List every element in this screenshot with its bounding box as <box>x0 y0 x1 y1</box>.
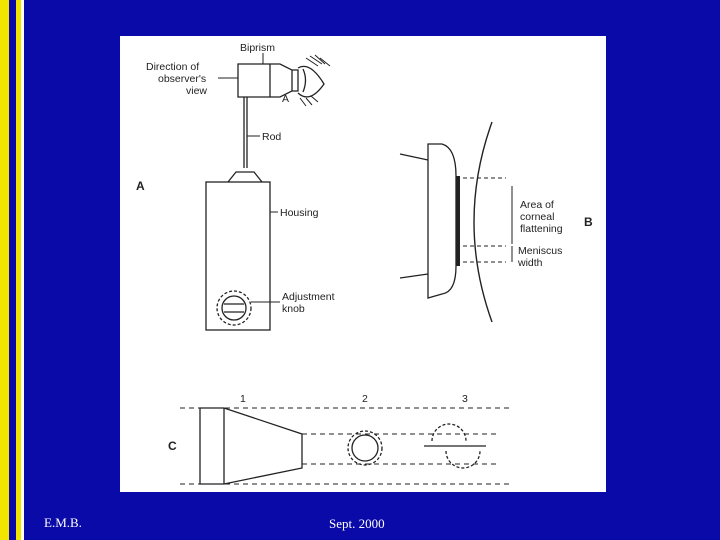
label-direction-2: observer's <box>158 73 206 85</box>
left-blue-gap <box>9 0 16 540</box>
tonometer-diagram: A B C Biprism Direction of observer's vi… <box>120 36 606 492</box>
left-yellow-stripe-inner <box>16 0 21 540</box>
prism-top-edge <box>399 153 429 161</box>
label-area-3: flattening <box>520 223 563 235</box>
label-knob-2: knob <box>282 303 305 315</box>
label-biprism: Biprism <box>240 42 275 54</box>
label-rod: Rod <box>262 131 281 143</box>
label-position-3: 3 <box>462 393 468 405</box>
panel-a-letter: A <box>136 179 145 193</box>
label-direction-1: Direction of <box>146 61 199 73</box>
label-meniscus-2: width <box>517 257 543 269</box>
panel-b-letter: B <box>584 215 593 229</box>
label-housing: Housing <box>280 207 319 219</box>
footer-author: E.M.B. <box>44 515 82 530</box>
mires-position-2 <box>347 430 383 466</box>
observer-eye-icon <box>297 54 331 107</box>
prism-bottom-edge <box>399 273 429 279</box>
label-area-2: corneal <box>520 211 554 223</box>
cornea-curve <box>473 121 493 323</box>
biprism-tip <box>292 69 299 92</box>
left-yellow-stripe <box>0 0 9 540</box>
label-eye-letter: A <box>282 93 289 105</box>
mires-position-3 <box>424 423 486 469</box>
label-position-2: 2 <box>362 393 368 405</box>
meniscus-fill <box>456 176 460 266</box>
label-meniscus-1: Meniscus <box>518 245 562 257</box>
diagram-svg: A B C Biprism Direction of observer's vi… <box>136 42 593 485</box>
label-position-1: 1 <box>240 393 246 405</box>
panel-c-view <box>180 407 510 485</box>
diagram-labels: A B C Biprism Direction of observer's vi… <box>136 42 593 453</box>
label-knob-1: Adjustment <box>282 291 335 303</box>
prism-tip-b <box>427 143 457 299</box>
housing-body <box>205 181 271 331</box>
probe-body <box>199 407 303 485</box>
housing-cap <box>227 171 263 183</box>
panel-c-letter: C <box>168 439 177 453</box>
panel-b-cornea <box>399 121 513 323</box>
left-white-stripe <box>21 0 24 540</box>
footer-date: Sept. 2000 <box>329 516 385 531</box>
adjustment-knob-icon <box>216 290 252 326</box>
label-area-1: Area of <box>520 199 554 211</box>
panel-a-tonometer <box>205 53 331 331</box>
label-direction-3: view <box>186 85 207 97</box>
